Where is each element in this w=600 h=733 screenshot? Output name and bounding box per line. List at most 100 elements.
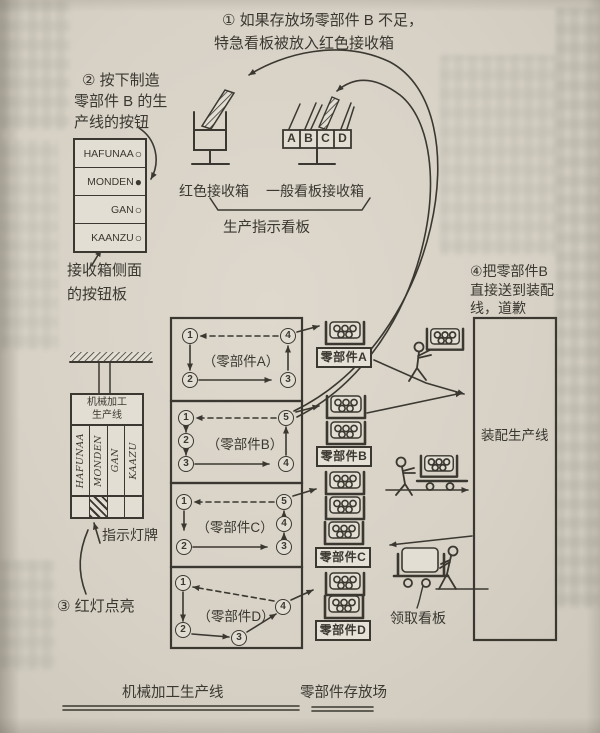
lamp-col-hafunaa: HAFUNAA xyxy=(72,426,90,495)
station-circle: 2 xyxy=(176,539,192,555)
red-receiving-box xyxy=(191,89,236,165)
block-d-name: （零部件D） xyxy=(197,609,275,624)
station-circle: 3 xyxy=(276,539,292,555)
bottom-underlines xyxy=(62,705,374,712)
worker-with-dolly xyxy=(395,454,469,496)
storage-label-d: 零部件D xyxy=(315,620,371,641)
step4-line3: 线，道歉 xyxy=(470,300,526,316)
assembly-line-label: 装配生产线 xyxy=(481,428,549,443)
block-c-name: （零部件C） xyxy=(196,520,274,535)
lamp-off xyxy=(125,497,142,517)
button-panel-caption-1: 接收箱侧面 xyxy=(67,262,143,279)
slot-letter-d: D xyxy=(338,131,347,145)
station-circle: 3 xyxy=(231,630,247,646)
step1-line1: ① 如果存放场零部件 B 不足， xyxy=(222,12,423,29)
button-indicator: ○ xyxy=(134,230,142,245)
direct-delivery-arrow xyxy=(366,391,463,414)
worker-pushing-cart xyxy=(392,545,489,609)
production-kanban-caption: 生产指示看板 xyxy=(223,220,310,236)
station-circle: 4 xyxy=(278,456,294,472)
lamp-indicator-row xyxy=(72,495,142,517)
button-label: KAANZU xyxy=(91,231,134,244)
button-row-monden[interactable]: MONDEN● xyxy=(75,168,145,196)
lamp-col-label: MONDEN xyxy=(92,434,104,487)
general-box-label: 一般看板接收箱 xyxy=(266,183,364,199)
lamp-title-line1: 机械加工 xyxy=(87,397,127,408)
station-circle: 1 xyxy=(178,410,194,426)
lamp-off xyxy=(108,497,126,517)
ceiling-mount xyxy=(69,352,153,394)
worker-carrying-tray xyxy=(373,327,465,396)
button-label: MONDEN xyxy=(87,175,134,188)
button-label: GAN xyxy=(110,203,134,216)
step4-line1: ④把零部件B xyxy=(470,263,548,279)
station-circle: 3 xyxy=(178,456,194,472)
assembly-line-box xyxy=(472,316,558,642)
button-row-kaanzu[interactable]: KAANZU○ xyxy=(75,224,145,251)
station-circle: 4 xyxy=(280,328,296,344)
storage-label-a: 零部件A xyxy=(316,347,372,368)
slot-letter-b: B xyxy=(304,131,313,145)
lamp-col-monden: MONDEN xyxy=(90,426,108,495)
block-b-name: （零部件B） xyxy=(206,437,284,452)
machining-blocks-outline xyxy=(169,316,304,650)
lamp-col-label: KAAZU xyxy=(128,441,140,480)
station-circle: 1 xyxy=(175,575,191,591)
button-indicator: ○ xyxy=(134,202,142,217)
block-d-flow xyxy=(180,585,277,640)
station-circle: 2 xyxy=(175,622,191,638)
lamp-caption-arrow xyxy=(92,522,101,544)
station-circle: 1 xyxy=(182,328,198,344)
step1-line2: 特急看板被放入红色接收箱 xyxy=(214,35,395,52)
indicator-lamp-panel: 机械加工 生产线 HAFUNAA MONDEN GAN KAAZU xyxy=(70,393,144,519)
machining-area-label: 机械加工生产线 xyxy=(122,685,224,701)
button-row-gan[interactable]: GAN○ xyxy=(75,196,145,224)
station-circle: 3 xyxy=(280,372,296,388)
slot-letter-c: C xyxy=(321,131,330,145)
station-circle: 2 xyxy=(182,372,198,388)
withdrawal-arrow xyxy=(389,535,473,548)
lamp-title-line2: 生产线 xyxy=(92,409,122,421)
block-a-flow xyxy=(187,333,291,383)
button-row-hafunaa[interactable]: HAFUNAA○ xyxy=(75,140,145,168)
block-c-flow xyxy=(181,499,287,550)
station-circle: 4 xyxy=(275,599,291,615)
step2-line3: 产线的按钮 xyxy=(74,114,150,131)
button-indicator: ○ xyxy=(134,146,142,161)
press-button-arrow xyxy=(138,127,157,180)
storage-area-label: 零部件存放场 xyxy=(300,685,387,701)
button-label: HAFUNAA xyxy=(83,147,134,160)
red-lamp-lit xyxy=(89,497,108,517)
lamp-columns: HAFUNAA MONDEN GAN KAAZU xyxy=(72,426,142,495)
block-a-name: （零部件A） xyxy=(202,354,280,369)
station-circle: 5 xyxy=(278,410,294,426)
button-panel-caption-2: 的按钮板 xyxy=(67,286,128,303)
step2-line2: 零部件 B 的生 xyxy=(74,93,168,110)
block-b-flow xyxy=(183,415,289,467)
lamp-col-kaazu: KAAZU xyxy=(125,426,142,495)
slot-letter-a: A xyxy=(287,131,296,145)
step4-line2: 直接送到装配 xyxy=(470,282,554,298)
storage-label-b: 零部件B xyxy=(316,446,372,467)
button-indicator: ● xyxy=(134,174,142,189)
station-circle: 5 xyxy=(276,494,292,510)
step2-line1: ② 按下制造 xyxy=(82,72,160,89)
withdrawal-kanban-label: 领取看板 xyxy=(390,610,446,626)
storage-label-c: 零部件C xyxy=(315,547,371,568)
push-button-panel: HAFUNAA○ MONDEN● GAN○ KAANZU○ xyxy=(73,138,147,253)
lamp-col-gan: GAN xyxy=(108,426,126,495)
lamp-col-label: GAN xyxy=(110,448,122,473)
red-box-label: 红色接收箱 xyxy=(179,183,249,199)
labels-bracket xyxy=(209,197,371,211)
station-circle: 4 xyxy=(276,516,292,532)
block-to-storage-arrows xyxy=(290,324,320,601)
lamp-col-label: HAFUNAA xyxy=(74,432,86,489)
lamp-to-step3-curve xyxy=(79,529,89,595)
general-kanban-box xyxy=(282,96,355,165)
lamp-panel-caption: 指示灯牌 xyxy=(102,527,158,543)
station-circle: 2 xyxy=(178,433,194,449)
station-circle: 1 xyxy=(176,494,192,510)
lamp-panel-title: 机械加工 生产线 xyxy=(72,395,142,426)
